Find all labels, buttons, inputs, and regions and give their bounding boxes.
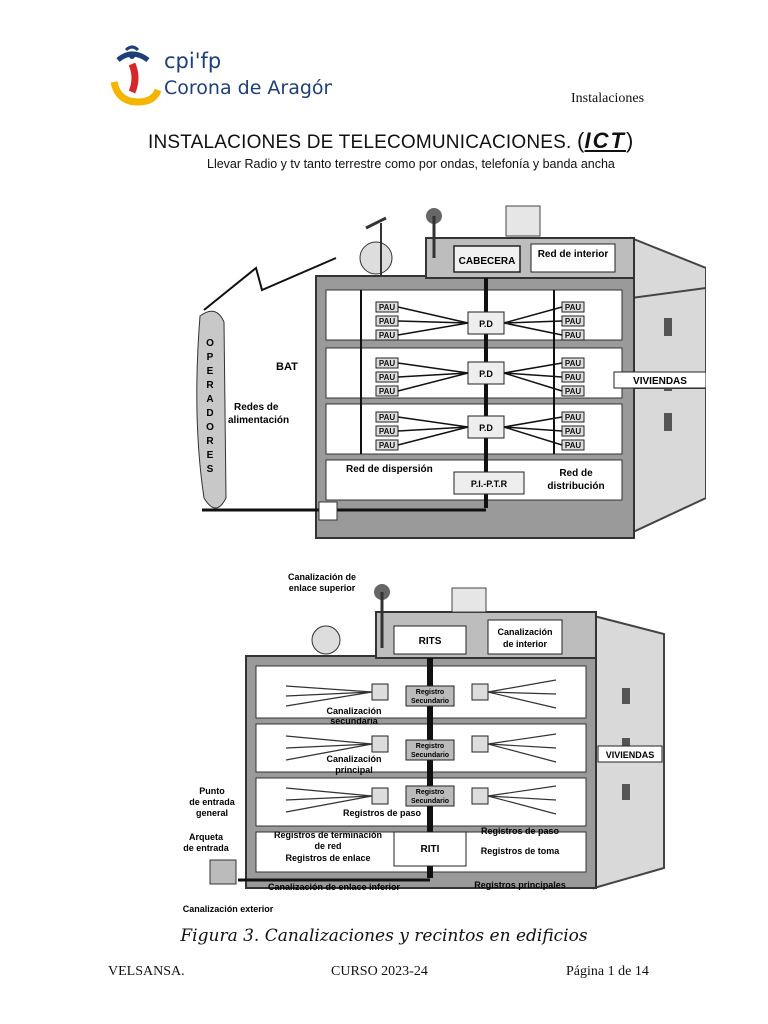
operadores-letter: A [206,394,213,405]
pau-label: PAU [379,303,396,312]
label-canal-exterior: Canalización exterior [183,904,274,914]
label-redes-alimentacion: alimentación [228,415,289,426]
label-red-dispersion: Red de dispersión [346,464,433,475]
school-logo: cpi'fp Corona de Aragón [108,42,332,106]
label-canal-enlace-sup: enlace superior [289,583,356,593]
label-registros-paso: Registros de paso [343,808,422,818]
label-canal-interior: de interior [503,639,548,649]
operadores-letter: R [206,380,214,391]
pau-label: PAU [379,441,396,450]
label-canal-interior: Canalización [497,627,552,637]
label-red-distribucion: distribución [547,481,604,492]
label-registros-toma: Registros de toma [481,846,561,856]
label-viviendas: VIVIENDAS [633,376,687,387]
pau-label: PAU [379,413,396,422]
label-punto-entrada: de entrada [189,797,236,807]
operadores-letter: R [206,436,214,447]
label-canal-secundaria: secundaria [330,716,379,726]
pd-label: P.D [479,423,493,433]
label-arqueta: de entrada [183,843,230,853]
registro-secundario: Secundario [411,752,449,759]
header-section: Instalaciones [571,91,645,106]
logo-emblem-icon [110,45,162,106]
footer-page: Página 1 de 14 [566,964,649,979]
logo-name: Corona de Aragón [164,77,332,99]
operadores-letter: O [206,338,214,349]
label-registros-principales: Registros principales [474,880,566,890]
pau-label: PAU [379,387,396,396]
label-redes-alimentacion: Redes de [234,402,279,413]
pau-label: PAU [565,387,582,396]
pau-label: PAU [565,317,582,326]
registro-secundario: Secundario [411,698,449,705]
operadores-letter: E [207,366,214,377]
label-reg-terminacion: de red [314,841,341,851]
pau-label: PAU [565,373,582,382]
registro-secundario: Secundario [411,798,449,805]
label-riti: RITI [421,844,440,855]
registro-secundario: Registro [416,743,444,750]
page-subtitle: Llevar Radio y tv tanto terrestre como p… [207,157,615,171]
pau-label: PAU [565,413,582,422]
label-punto-entrada: Punto [199,786,225,796]
label-canal-secundaria: Canalización [326,706,381,716]
pau-label: PAU [565,441,582,450]
pau-label: PAU [565,303,582,312]
operadores-letter: E [207,450,214,461]
operadores-letter: S [207,464,214,475]
label-canal-principal: Canalización [326,754,381,764]
label-reg-terminacion: Registros de terminación [274,830,382,840]
label-registros-enlace: Registros de enlace [285,853,370,863]
pau-label: PAU [379,373,396,382]
pau-label: PAU [379,331,396,340]
pau-label: PAU [565,331,582,340]
label-red-interior: Red de interior [538,249,609,260]
registro-secundario: Registro [416,689,444,696]
label-canal-enlace-inferior: Canalización de enlace inferior [268,882,401,892]
ict-building-diagram: CABECERA Red de interior O P E R A D O R… [196,205,706,539]
label-cabecera: CABECERA [459,256,516,267]
title-close-paren: ) [625,128,634,153]
title-open-paren: ( [577,128,585,153]
title-main: INSTALACIONES DE TELECOMUNICACIONES. [148,132,577,153]
registro-secundario: Registro [416,789,444,796]
label-pi-ptr: P.I.-P.T.R [471,479,508,489]
pd-label: P.D [479,369,493,379]
figure-caption: Figura 3. Canalizaciones y recintos en e… [180,926,588,946]
pau-label: PAU [379,359,396,368]
title-acronym: ICT [584,128,626,153]
pd-label: P.D [479,319,493,329]
label-canal-enlace-sup: Canalización de [288,572,356,582]
operadores-letter: P [207,352,214,363]
pau-label: PAU [379,427,396,436]
label-rits: RITS [419,636,442,647]
label-viviendas-2: VIVIENDAS [606,750,655,760]
operadores-letter: O [206,422,214,433]
label-bat: BAT [276,361,298,373]
label-arqueta: Arqueta [189,832,224,842]
footer-course: CURSO 2023-24 [331,964,428,979]
footer-author: VELSANSA. [108,964,185,979]
logo-brand: cpi'fp [164,49,221,73]
label-canal-principal: principal [335,765,373,775]
ict-canalizaciones-diagram: Canalización de enlace superior RITS Can… [183,572,665,914]
page-title: INSTALACIONES DE TELECOMUNICACIONES. (IC… [148,128,634,154]
pau-label: PAU [565,427,582,436]
label-red-distribucion: Red de [559,468,593,479]
pau-label: PAU [565,359,582,368]
label-registros-paso-2: Registros de paso [481,826,560,836]
operadores-letter: D [206,408,213,419]
label-punto-entrada: general [196,808,228,818]
pau-label: PAU [379,317,396,326]
